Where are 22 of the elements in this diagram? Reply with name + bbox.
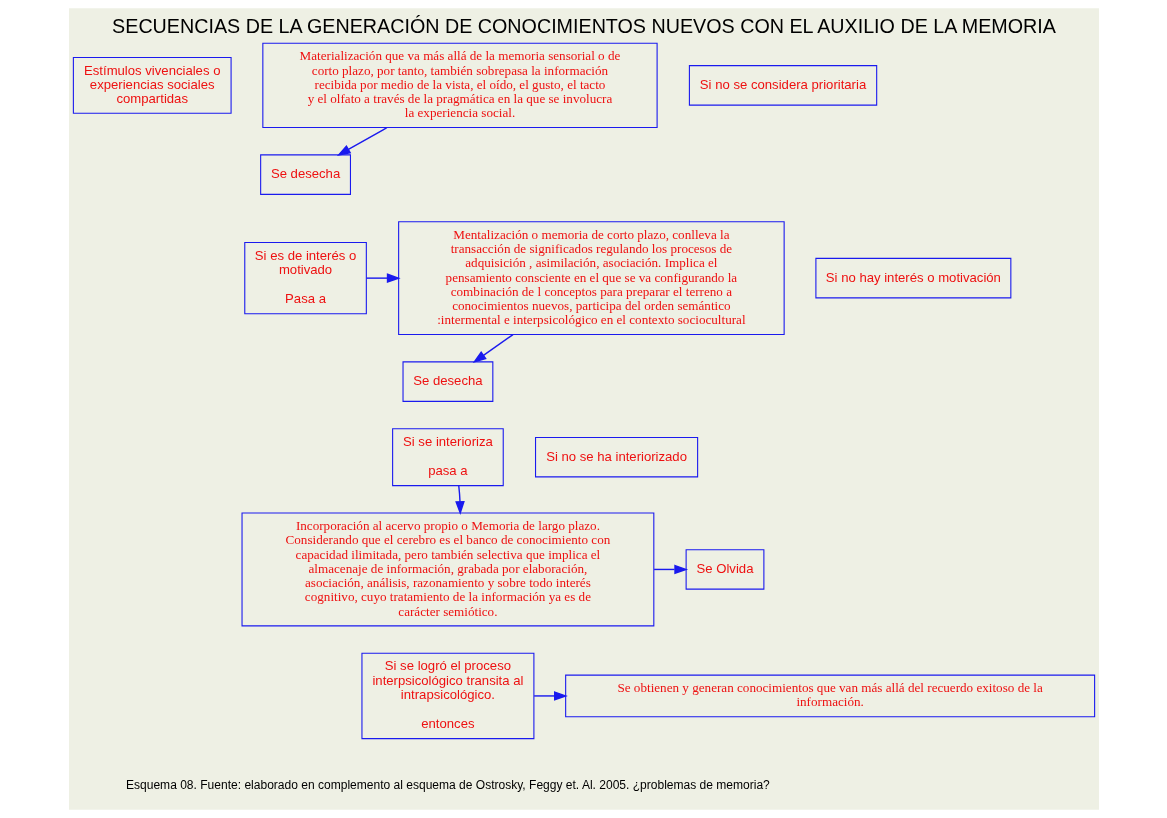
- node-box: Si se logró el proceso interpsicológico transita al intrapsicológico. entonces: [360, 652, 534, 740]
- diagram-title: SECUENCIAS DE LA GENERACIÓN DE CONOCIMIENTOS NUEVOS CON EL AUXILIO DE LA MEMORIA: [111, 14, 1056, 37]
- node-box: Si no se ha interiorizado: [534, 436, 698, 478]
- node-box: Estímulos vivenciales o experiencias sociales compartidas: [72, 56, 232, 114]
- node-box: Mentalización o memoria de corto plazo, conlleva la transacción de significados regulando los procesos de adquisición , asimilación, asociación. Implica el pensamiento consciente en el que se va configurando la combinación de l conceptos para preparar el terreno a conocimientos nuevos, participa del orden semántico :intermental e interpsicológico en el contexto sociocultural: [397, 221, 785, 336]
- arrow: [336, 127, 388, 156]
- node-box: Se Olvida: [685, 549, 764, 590]
- node-box: Incorporación al acervo propio o Memoria de largo plazo. Considerando que el cerebro es el banco de conocimiento con capacidad ilimitada, pero también selectiva que implica el almacenaje de información, grabada por elaboración, asociación, análisis, razonamiento y sobre todo interés cognitivo, cuyo tratamiento de la información ya es de carácter semiótico.: [241, 512, 654, 627]
- node-box: Si es de interés o motivado Pasa a: [243, 242, 367, 315]
- node-box: Si no se considera prioritaria: [688, 65, 877, 106]
- node-box: Si no hay interés o motivación: [814, 257, 1011, 299]
- caption: Esquema 08. Fuente: elaborado en complemento al esquema de Ostrosky, Feggy et. Al. 2005. ¿problemas de memoria?: [125, 777, 770, 792]
- node-box: Se desecha: [259, 154, 351, 195]
- node-box: Se obtienen y generan conocimientos que van más allá del recuerdo exitoso de la información.: [564, 674, 1095, 718]
- arrow: [472, 333, 514, 364]
- arrow: [532, 691, 568, 701]
- node-box: Si se interioriza pasa a: [391, 428, 504, 487]
- node-box: Se desecha: [401, 361, 493, 402]
- node-box: Materialización que va más allá de la memoria sensorial o de corto plazo, por tanto, también sobrepasa la información recibida por medio de la vista, el oído, el gusto, el tacto y el olfato a través de la pragmática en la que se involucra la experiencia social.: [261, 42, 658, 129]
- arrow: [454, 485, 465, 515]
- arrow: [365, 273, 401, 283]
- arrow: [652, 564, 688, 575]
